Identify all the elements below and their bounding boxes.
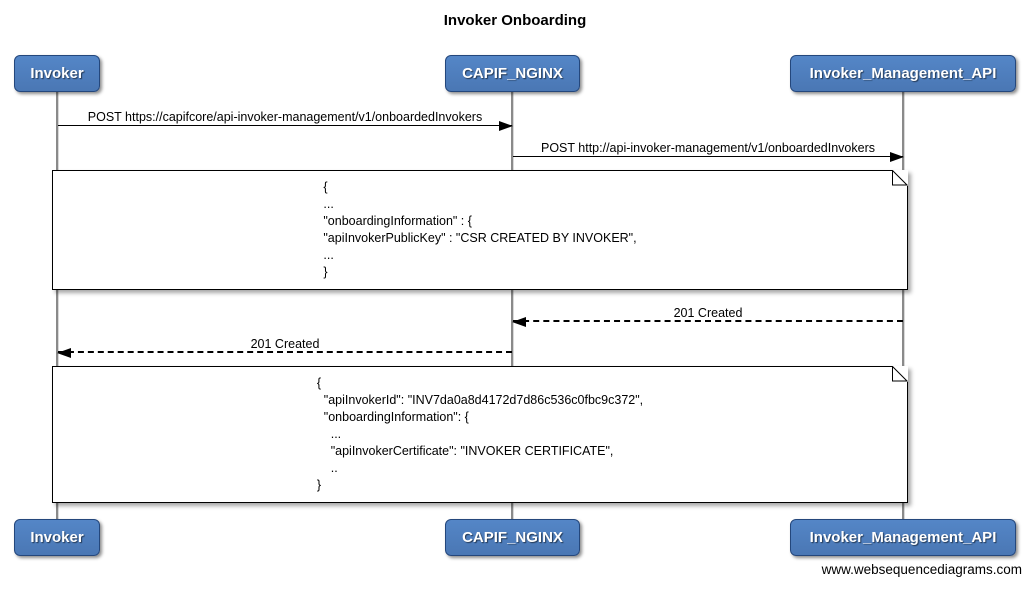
message-line-dashed: [58, 351, 512, 353]
note-line: "onboardingInformation" : {: [323, 214, 472, 228]
note-line: }: [316, 478, 322, 492]
note-line: {: [323, 180, 328, 194]
note-line: ..: [316, 461, 338, 475]
note-text-block: { "apiInvokerId": "INV7da0a8d4172d7d86c5…: [317, 375, 643, 494]
websequencediagrams-watermark: www.websequencediagrams.com: [821, 562, 1022, 577]
message-line-dashed: [513, 320, 903, 322]
actor-capif-nginx-bottom: CAPIF_NGINX: [445, 519, 580, 556]
note-response-body: { "apiInvokerId": "INV7da0a8d4172d7d86c5…: [52, 366, 908, 503]
note-line: {: [316, 376, 322, 390]
note-line: "apiInvokerId": "INV7da0a8d4172d7d86c536…: [316, 393, 644, 407]
note-text-block: { ... "onboardingInformation" : { "apiIn…: [323, 179, 636, 281]
note-line: "onboardingInformation": {: [316, 410, 469, 424]
message-label: POST https://capifcore/api-invoker-manag…: [87, 110, 483, 124]
lifeline-invoker-management-api: [902, 92, 905, 519]
message-201-created-reply-internal: 201 Created: [512, 303, 903, 327]
diagram-title: Invoker Onboarding: [443, 12, 587, 29]
folded-corner-icon: [892, 366, 908, 382]
note-line: ...: [316, 427, 342, 441]
message-line: [513, 156, 903, 157]
message-line: [58, 125, 512, 126]
actor-invoker-top: Invoker: [14, 55, 100, 92]
folded-corner-icon: [892, 170, 908, 186]
message-label: 201 Created: [250, 337, 320, 351]
actor-invoker-management-api-bottom: Invoker_Management_API: [790, 519, 1016, 556]
note-line: }: [323, 265, 328, 279]
note-line: "apiInvokerPublicKey" : "CSR CREATED BY …: [323, 231, 637, 245]
lifeline-invoker: [56, 92, 59, 519]
actor-invoker-bottom: Invoker: [14, 519, 100, 556]
message-201-created-reply: 201 Created: [57, 334, 512, 358]
arrowhead-right-icon: [499, 121, 513, 131]
message-label: 201 Created: [673, 306, 743, 320]
arrowhead-right-icon: [890, 152, 904, 162]
note-line: ...: [323, 248, 334, 262]
message-label: POST http://api-invoker-management/v1/on…: [541, 141, 875, 155]
note-line: "apiInvokerCertificate": "INVOKER CERTIF…: [316, 444, 614, 458]
arrowhead-left-icon: [57, 348, 71, 358]
message-post-onboarded-invokers: POST https://capifcore/api-invoker-manag…: [58, 107, 513, 131]
actor-invoker-management-api-top: Invoker_Management_API: [790, 55, 1016, 92]
actor-capif-nginx-top: CAPIF_NGINX: [445, 55, 580, 92]
lifeline-capif-nginx: [511, 92, 514, 519]
note-line: ...: [323, 197, 334, 211]
note-request-body: { ... "onboardingInformation" : { "apiIn…: [52, 170, 908, 290]
arrowhead-left-icon: [512, 317, 526, 327]
message-post-onboarded-invokers-internal: POST http://api-invoker-management/v1/on…: [513, 138, 904, 162]
